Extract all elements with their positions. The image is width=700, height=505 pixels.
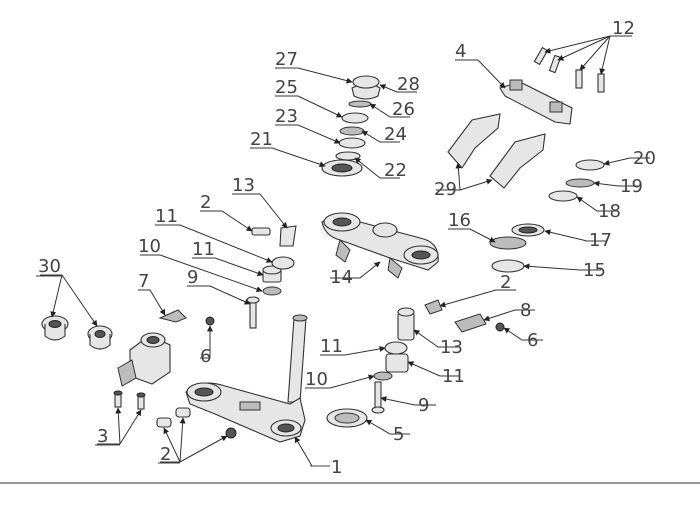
label-19: 19: [620, 176, 643, 197]
label-11-right-lower: 11: [442, 366, 465, 387]
part-1-lower-triple-clamp: [185, 314, 308, 443]
label-11-left-lower: 11: [192, 239, 215, 260]
part-3-bolts: [113, 390, 146, 410]
part-4-handlebar-clamp: [499, 79, 573, 125]
label-4: 4: [455, 41, 466, 62]
label-10-right: 10: [305, 369, 328, 390]
part-29-risers: [447, 113, 546, 189]
part-6-bolt-left: [205, 316, 215, 326]
label-13-right: 13: [440, 337, 463, 358]
label-7: 7: [138, 271, 149, 292]
label-13-upper-left: 13: [232, 175, 255, 196]
label-6-left: 6: [200, 346, 211, 367]
label-23: 23: [275, 106, 298, 127]
label-28: 28: [397, 74, 420, 95]
label-25: 25: [275, 77, 298, 98]
label-12: 12: [612, 18, 635, 39]
label-30: 30: [38, 256, 61, 277]
label-16: 16: [448, 210, 471, 231]
label-2-right: 2: [500, 272, 511, 293]
parts-15-20-bearings: [489, 159, 605, 273]
part-7-clip: [158, 309, 187, 323]
label-21: 21: [250, 129, 273, 150]
label-20: 20: [633, 148, 656, 169]
label-29: 29: [434, 179, 457, 200]
leader-lines: [40, 35, 650, 467]
label-3: 3: [97, 426, 108, 447]
label-14: 14: [330, 267, 353, 288]
label-9-left: 9: [187, 267, 198, 288]
label-9-right: 9: [418, 395, 429, 416]
callout-labels: 1 2 3 30 7 6 9 10 11 11 2 13 21 22 23 24…: [36, 18, 656, 478]
label-17: 17: [589, 230, 612, 251]
handlebar-clamp-block: [117, 332, 171, 387]
label-8: 8: [520, 300, 531, 321]
label-15: 15: [583, 260, 606, 281]
parts-21-28-stack: [321, 75, 381, 177]
label-10-left: 10: [138, 236, 161, 257]
part-30-bushings: [41, 315, 113, 350]
label-22: 22: [384, 160, 407, 181]
label-5: 5: [393, 424, 404, 445]
label-11-left-upper: 11: [155, 206, 178, 227]
label-1: 1: [331, 457, 342, 478]
label-26: 26: [392, 99, 415, 120]
part-2-bushings-lower: [156, 407, 237, 439]
parts-right-lower-set: [326, 299, 505, 428]
label-2-upper-left: 2: [200, 192, 211, 213]
label-2-lower: 2: [160, 444, 171, 465]
label-6-right: 6: [527, 330, 538, 351]
label-11-right-upper: 11: [320, 336, 343, 357]
part-14-upper-triple-clamp: [321, 212, 439, 279]
label-27: 27: [275, 49, 298, 70]
parts-9-10-11-13-left: [246, 225, 297, 329]
label-18: 18: [598, 201, 621, 222]
label-24: 24: [384, 124, 407, 145]
